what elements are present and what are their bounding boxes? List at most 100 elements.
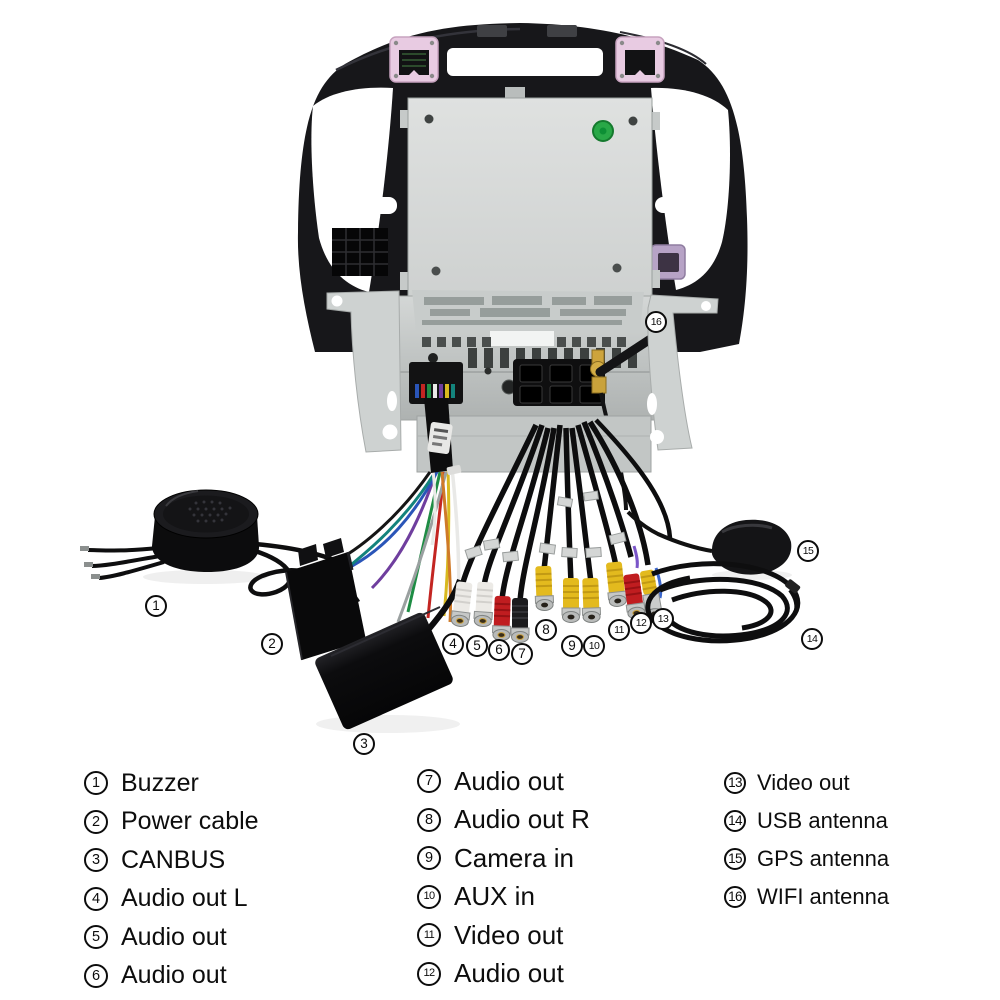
panel-screw	[612, 263, 622, 273]
callout-marker-14: 14	[801, 628, 823, 650]
callout-number: 15	[802, 544, 814, 557]
cable-tie-tags	[464, 490, 627, 563]
panel-screw	[628, 116, 638, 126]
legend-number-badge: 9	[417, 846, 441, 871]
legend-item-label: Audio out	[121, 961, 227, 990]
purple-wire	[632, 545, 639, 569]
rca-jack-9	[561, 578, 581, 623]
rca-jack-4	[450, 581, 473, 627]
legend-number-badge: 6	[84, 963, 108, 988]
callout-number: 7	[518, 646, 526, 662]
callout-marker-15: 15	[797, 540, 819, 562]
label-fine-print	[422, 296, 632, 325]
callout-marker-16: 16	[645, 311, 667, 333]
legend-item: 5 Audio out	[84, 918, 259, 957]
callout-number: 11	[614, 623, 624, 636]
gps-antenna	[626, 510, 792, 575]
callout-marker-4: 4	[442, 633, 464, 655]
unit-back-panel	[400, 87, 660, 311]
legend-number-badge: 3	[84, 848, 108, 873]
frame-right-slot	[655, 197, 697, 213]
bracket-hole	[382, 424, 398, 440]
callout-marker-10: 10	[583, 635, 605, 657]
callout-marker-5: 5	[466, 635, 488, 657]
callout-marker-2: 2	[261, 633, 283, 655]
harness-pins	[415, 384, 455, 398]
panel-screw	[431, 266, 441, 276]
legend-number-badge: 2	[84, 809, 108, 834]
callout-number: 1	[152, 598, 160, 614]
vent-holes	[422, 337, 626, 347]
legend-item-label: Audio out	[454, 765, 564, 796]
legend-item-label: Camera in	[454, 842, 574, 873]
callout-number: 10	[588, 639, 600, 652]
legend-number-badge: 11	[417, 923, 441, 948]
chassis-hole	[428, 353, 438, 363]
legend-item-label: Video out	[757, 770, 850, 795]
legend-item-label: Audio out L	[121, 884, 248, 913]
pink-connector-left	[389, 36, 439, 83]
frame-right-window	[651, 87, 730, 290]
bracket-hole	[701, 301, 711, 311]
callout-marker-1: 1	[145, 595, 167, 617]
callout-marker-13: 13	[652, 608, 674, 630]
legend-item-label: Audio out	[121, 922, 227, 951]
canbus-shadow	[316, 715, 460, 733]
legend-item: 14 USB antenna	[724, 802, 889, 840]
legend-item: 3 CANBUS	[84, 841, 259, 880]
legend-item: 4 Audio out L	[84, 880, 259, 919]
callout-number: 13	[657, 612, 669, 625]
callout-marker-7: 7	[511, 643, 533, 665]
rca-jack-10	[581, 577, 602, 623]
harness-sleeve	[424, 398, 462, 475]
callout-number: 6	[495, 642, 503, 658]
legend-number-badge: 4	[84, 886, 108, 911]
legend-item-label: AUX in	[454, 881, 535, 912]
callout-number: 8	[542, 622, 550, 638]
legend-number-badge: 16	[724, 886, 746, 908]
rca-jack-6	[491, 595, 512, 641]
top-clip-right	[547, 25, 577, 37]
callout-number: 2	[268, 636, 276, 652]
legend-number-badge: 5	[84, 925, 108, 950]
panel-screw	[424, 114, 434, 124]
frame-left-slot	[353, 197, 397, 214]
legend-number-badge: 13	[724, 772, 746, 794]
usb-antenna-cable	[645, 561, 801, 644]
legend-item-label: USB antenna	[757, 808, 888, 833]
callout-number: 4	[449, 636, 457, 652]
blank-label	[490, 331, 554, 346]
callout-marker-11: 11	[608, 619, 630, 641]
frame-grid-vent	[332, 228, 388, 276]
legend-item-label: CANBUS	[121, 845, 226, 874]
rca-jack-5	[473, 581, 494, 627]
callout-number: 12	[635, 616, 647, 629]
wifi-antenna-rod	[595, 333, 657, 377]
legend-item-label: Power cable	[121, 807, 259, 836]
bracket-hole	[331, 295, 343, 307]
buzzer-shadow	[143, 570, 267, 584]
rca-jack-8	[534, 565, 555, 611]
callout-number: 16	[650, 315, 662, 328]
callout-marker-3: 3	[353, 733, 375, 755]
legend-item-label: Audio out	[454, 958, 564, 989]
legend-item-label: Buzzer	[121, 768, 199, 797]
legend-item: 6 Audio out	[84, 957, 259, 996]
top-clip-left	[477, 25, 507, 37]
callout-number: 3	[360, 736, 368, 752]
legend-item-label: Video out	[454, 919, 564, 950]
mounting-bracket-left	[326, 290, 402, 453]
buzzer-grille	[188, 500, 232, 523]
callout-number: 9	[568, 638, 576, 654]
callout-marker-9: 9	[561, 635, 583, 657]
legend-number-badge: 14	[724, 810, 746, 832]
bracket-hole	[387, 391, 397, 411]
frame-top-opening	[447, 48, 603, 76]
